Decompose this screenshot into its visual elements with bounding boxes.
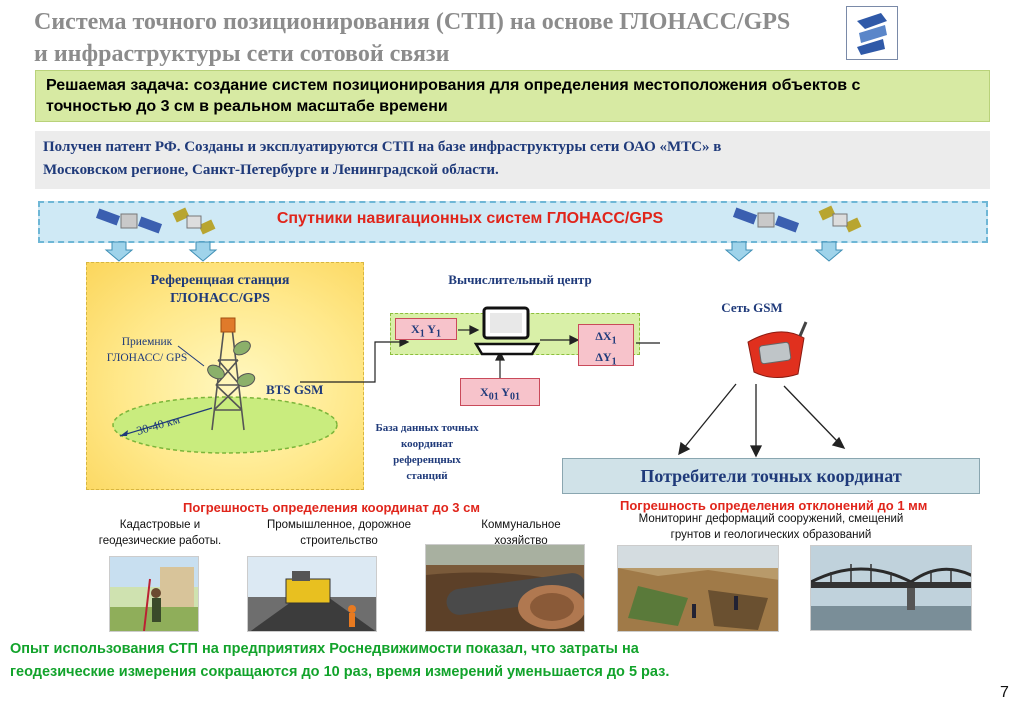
photo-road-construction (247, 556, 377, 632)
error-right: Погрешность определения отклонений до 1 … (620, 498, 928, 513)
coords-x1-y1: X1 Y1 (395, 318, 457, 340)
patent-line-1: Получен патент РФ. Созданы и эксплуатиру… (43, 139, 722, 155)
delta-y-sub: 1 (611, 356, 617, 368)
photo-landslide (617, 545, 779, 632)
task-line-1: Решаемая задача: создание систем позицио… (46, 77, 861, 94)
satellite-icon-2 (172, 207, 216, 235)
reference-station-title-line-2: ГЛОНАСС/GPS (170, 291, 270, 306)
caption-cadastral-line-2: геодезические работы. (98, 535, 222, 547)
bts-label: BTS GSM (266, 382, 324, 397)
x01-x: X (480, 385, 489, 399)
database-caption-line-3: референцных (393, 454, 461, 466)
database-caption-line-2: координат (400, 438, 454, 450)
reference-station-title-line-1: Референцная станция (150, 273, 290, 288)
task-box: Решаемая задача: создание систем позицио… (35, 70, 990, 122)
delta-y-label: ΔY (595, 350, 612, 365)
bts-tower-icon (207, 317, 256, 431)
laptop-icon (473, 306, 541, 356)
consumers-box: Потребители точных координат (562, 458, 980, 494)
caption-monitoring-line-1: Мониторинг деформаций сооружений, смещен… (638, 513, 904, 525)
caption-industrial: Промышленное, дорожное строительство (246, 517, 432, 549)
satellite-icon-1 (95, 208, 163, 234)
y01-y: Y (501, 385, 510, 399)
photo-bridge (810, 545, 972, 631)
delta-x: ΔX1 (579, 328, 633, 349)
database-caption-line-1: База данных точных (375, 422, 479, 434)
conclusion-line-1: Опыт использования СТП на предприятиях Р… (10, 641, 639, 657)
caption-industrial-line-2: строительство (300, 535, 378, 547)
reference-station-graphic (112, 317, 338, 454)
receiver-label: Приемник ГЛОНАСС/ GPS (92, 334, 202, 366)
satellites-label: Спутники навигационных систем ГЛОНАСС/GP… (276, 210, 664, 227)
conclusion-text: Опыт использования СТП на предприятиях Р… (10, 638, 1010, 684)
reference-station-title: Референцная станция ГЛОНАСС/GPS (100, 272, 340, 308)
satellite-icon-3 (732, 207, 800, 233)
receiver-label-line-1: Приемник (121, 336, 173, 348)
y01-sub: 01 (509, 391, 520, 403)
gsm-network-title: Сеть GSM (721, 300, 783, 315)
photo-pipeline (425, 544, 585, 632)
computing-center-connections (300, 325, 660, 383)
database-caption: База данных точных координат референцных… (364, 420, 490, 484)
satellite-icon-4 (818, 205, 862, 233)
computing-center-title: Вычислительный центр (448, 272, 592, 287)
title-line-2: и инфраструктуры сети сотовой связи (34, 41, 450, 67)
coords-x01-y01: X01 Y01 (460, 378, 540, 406)
caption-monitoring: Мониторинг деформаций сооружений, смещен… (598, 511, 944, 543)
x01-sub: 01 (488, 391, 499, 403)
caption-cadastral-line-1: Кадастровые и (119, 519, 201, 531)
coords-delta: ΔX1 ΔY1 (578, 324, 634, 368)
page-number: 7 (1000, 684, 1009, 701)
x1-x: X (411, 322, 420, 336)
logo-icon (857, 13, 887, 55)
satellite-signal-arrows (104, 241, 844, 262)
database-caption-line-4: станций (406, 470, 448, 482)
patent-box: Получен патент РФ. Созданы и эксплуатиру… (35, 131, 990, 189)
task-line-2: точностью до 3 см в реальном масштабе вр… (46, 98, 448, 115)
patent-line-2: Московском регионе, Санкт-Петербурге и Л… (43, 162, 499, 178)
delta-x-sub: 1 (611, 335, 617, 347)
title-line-1: Система точного позиционирования (СТП) н… (34, 9, 791, 35)
photo-geodetic-survey (109, 556, 199, 632)
delta-x-label: ΔX (595, 329, 612, 343)
caption-communal-line-1: Коммунальное (481, 519, 561, 531)
consumer-arrows (678, 383, 846, 458)
caption-industrial-line-1: Промышленное, дорожное (266, 519, 412, 531)
receiver-label-line-2: ГЛОНАСС/ GPS (106, 352, 188, 364)
error-left: Погрешность определения координат до 3 с… (183, 500, 480, 515)
delta-y: ΔY1 (579, 349, 633, 370)
y1-y: Y (427, 322, 436, 336)
mobile-phone-icon (747, 321, 808, 378)
caption-monitoring-line-2: грунтов и геологических образований (670, 529, 872, 541)
x1-sub: 1 (419, 328, 425, 340)
y1-sub: 1 (435, 328, 441, 340)
company-logo (846, 6, 898, 60)
page-title: Система точного позиционирования (СТП) н… (34, 6, 864, 70)
conclusion-line-2: геодезические измерения сокращаются до 1… (10, 664, 670, 680)
caption-cadastral: Кадастровые и геодезические работы. (80, 517, 240, 549)
